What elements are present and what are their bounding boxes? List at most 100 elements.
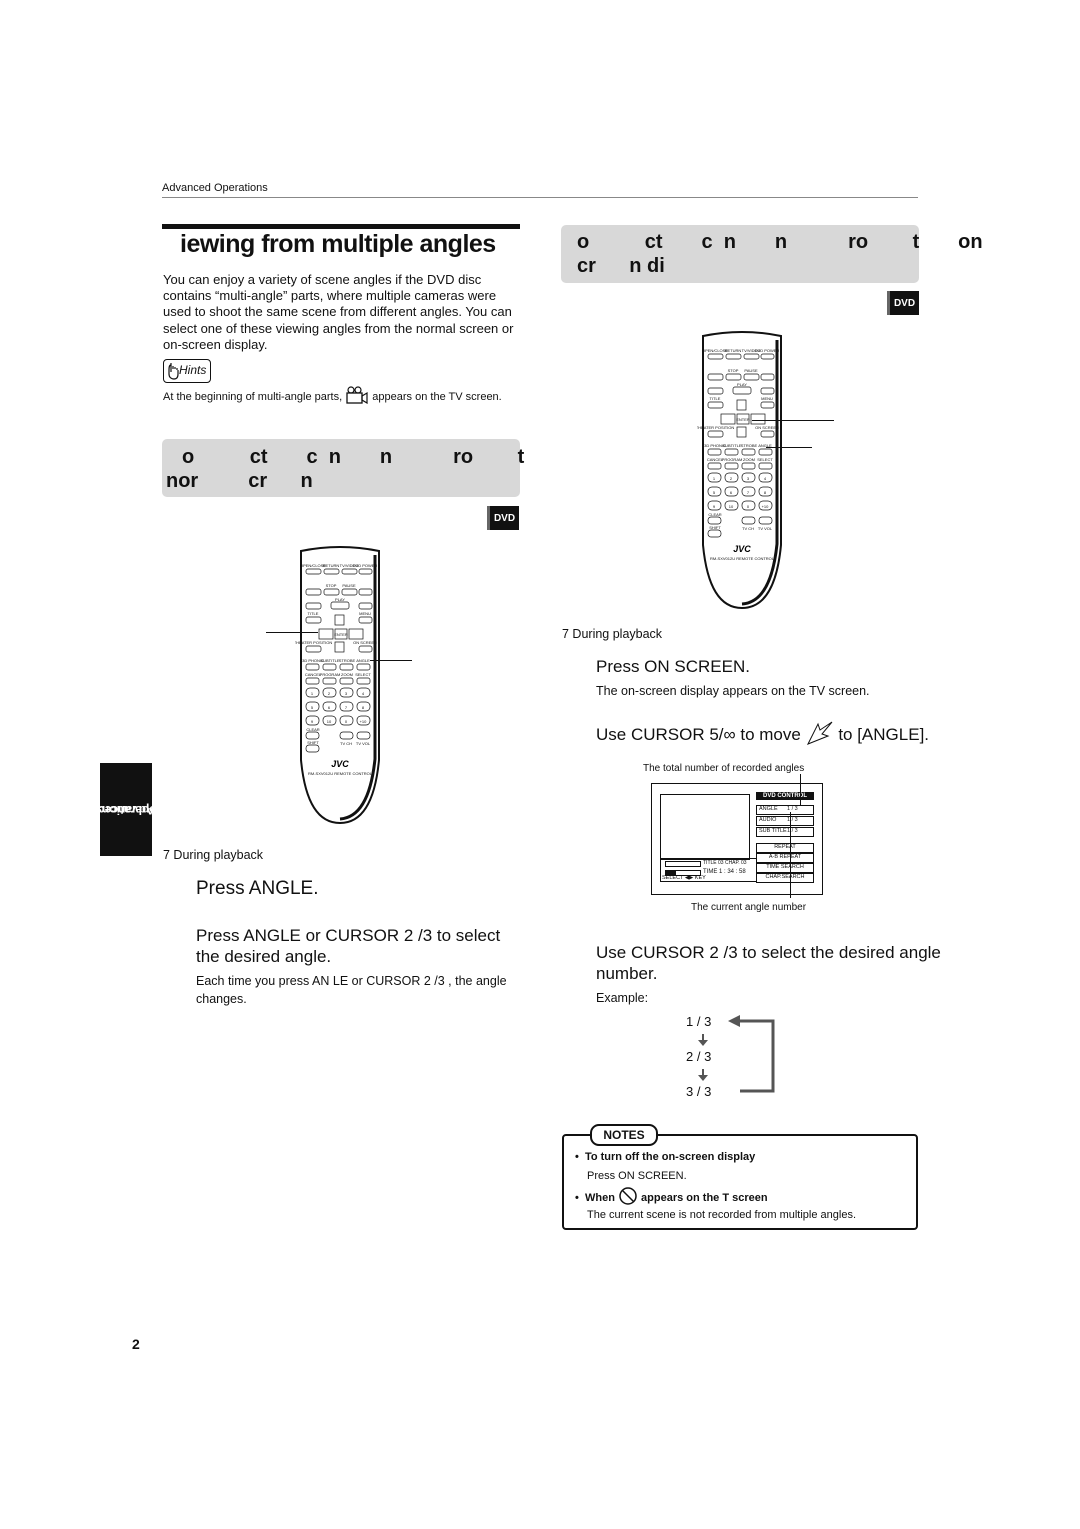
svg-text:4: 4: [362, 691, 365, 696]
svg-text:RETURN: RETURN: [323, 563, 340, 568]
example-cycle-arrows: [698, 1015, 775, 1093]
page-number: 2: [132, 1336, 140, 1352]
svg-text:0: 0: [345, 719, 348, 724]
svg-text:3: 3: [747, 476, 750, 481]
header-rule: [162, 197, 918, 198]
svg-text:10: 10: [729, 504, 734, 509]
note-item: • When appears on the T screen: [575, 1186, 768, 1206]
osd-menu-item: TIME SEARCH: [756, 863, 814, 873]
note-text: The current scene is not recorded from m…: [587, 1209, 857, 1221]
svg-text:PAUSE: PAUSE: [744, 368, 758, 373]
svg-text:THEATER POSITION: THEATER POSITION: [295, 640, 332, 645]
svg-text:ON SCREEN: ON SCREEN: [353, 640, 377, 645]
svg-text:DVD POWER: DVD POWER: [755, 348, 780, 353]
svg-text:8: 8: [362, 705, 365, 710]
svg-text:4: 4: [764, 476, 767, 481]
step-press-angle: Press ANGLE.: [196, 878, 319, 899]
svg-text:RETURN: RETURN: [725, 348, 742, 353]
svg-text:ENTER: ENTER: [736, 417, 750, 422]
svg-text:7: 7: [747, 490, 750, 495]
svg-text:6: 6: [328, 705, 331, 710]
svg-text:ENTER: ENTER: [334, 632, 348, 637]
svg-text:SELECT: SELECT: [355, 672, 371, 677]
svg-text:CLEAR: CLEAR: [306, 727, 319, 732]
svg-text:PAUSE: PAUSE: [342, 583, 356, 588]
section-header: Advanced Operations: [162, 182, 268, 194]
osd-status: TITLE 03 CHAP. 03 TIME 1 : 34 : 58: [660, 858, 757, 882]
during-playback: 7 During playback: [562, 627, 663, 641]
pointer-arrow-icon: [806, 721, 832, 745]
svg-text:DVD POWER: DVD POWER: [353, 563, 378, 568]
svg-text:8: 8: [764, 490, 767, 495]
osd-select-hint: SELECT ◀▶ KEY: [662, 875, 706, 881]
svg-text:0: 0: [747, 504, 750, 509]
svg-text:5: 5: [713, 490, 716, 495]
osd-row-angle: ANGLE 1 / 3: [756, 805, 814, 815]
notes-label: NOTES: [590, 1124, 658, 1146]
svg-text:SHIFT: SHIFT: [709, 525, 721, 530]
osd-menu-item: REPEAT: [756, 843, 814, 853]
osd-header: DVD CONTROL: [756, 792, 814, 800]
svg-text:PLAY: PLAY: [335, 597, 345, 602]
svg-text:SUBTITLE: SUBTITLE: [722, 443, 741, 448]
svg-text:SELECT: SELECT: [757, 457, 773, 462]
svg-text:ZOOM: ZOOM: [341, 672, 353, 677]
svg-text:CANCEL: CANCEL: [305, 672, 322, 677]
svg-text:1: 1: [713, 476, 716, 481]
svg-text:TV CH: TV CH: [340, 741, 352, 746]
osd-callout-top: [800, 774, 801, 806]
svg-text:SUBTITLE: SUBTITLE: [320, 658, 339, 663]
example-value: 1 / 3: [686, 1014, 712, 1029]
hints-label: Hints: [163, 359, 211, 383]
right-subheading: o ct c n n ro t on cr n di: [561, 225, 983, 283]
svg-text:PROGRAM: PROGRAM: [320, 672, 341, 677]
svg-text:6: 6: [730, 490, 733, 495]
svg-text:MENU: MENU: [761, 396, 773, 401]
step-select-angle-number: Use CURSOR 2 /3 to select the desired an…: [596, 943, 941, 983]
svg-text:TV VOL: TV VOL: [758, 526, 773, 531]
svg-text:ON SCREEN: ON SCREEN: [755, 425, 779, 430]
svg-text:2: 2: [328, 691, 331, 696]
callout-line: [266, 632, 318, 633]
svg-text:3D PHONIC: 3D PHONIC: [302, 658, 324, 663]
svg-text:3: 3: [345, 691, 348, 696]
svg-text:MENU: MENU: [359, 611, 371, 616]
svg-text:TV/VIDEO: TV/VIDEO: [742, 348, 761, 353]
osd-row-audio: AUDIO 1 / 3: [756, 816, 814, 826]
hint-text: At the beginning of multi-angle parts, a…: [163, 386, 523, 405]
svg-text:3D PHONIC: 3D PHONIC: [704, 443, 726, 448]
svg-text:+10: +10: [762, 504, 770, 509]
dvd-badge: DVD: [487, 506, 519, 530]
svg-text:CLEAR: CLEAR: [708, 512, 721, 517]
note-text: Press ON SCREEN.: [587, 1170, 687, 1182]
osd-menu-item: CHAP.SEARCH: [756, 873, 814, 883]
left-subheading: o ct c n n ro t nor cr n: [162, 439, 524, 497]
svg-text:RM-SXV012U REMOTE CONTROL: RM-SXV012U REMOTE CONTROL: [308, 771, 373, 776]
svg-text:+10: +10: [360, 719, 368, 724]
osd-caption: The current angle number: [691, 902, 807, 913]
svg-text:ZOOM: ZOOM: [743, 457, 755, 462]
svg-text:OPEN/CLOSE: OPEN/CLOSE: [300, 563, 326, 568]
hand-pointer-icon: [168, 363, 179, 380]
svg-text:STOP: STOP: [728, 368, 739, 373]
intro-paragraph: You can enjoy a variety of scene angles …: [163, 272, 514, 352]
example-value: 2 / 3: [686, 1049, 712, 1064]
osd-row-subtitle: SUB TITLE 1 / 3: [756, 827, 814, 837]
svg-text:TV VOL: TV VOL: [356, 741, 371, 746]
osd-caption: The total number of recorded angles: [643, 763, 805, 774]
svg-text:9: 9: [713, 504, 716, 509]
svg-text:THEATER POSITION: THEATER POSITION: [697, 425, 734, 430]
svg-text:STROBE: STROBE: [339, 658, 356, 663]
during-playback: 7 During playback: [163, 848, 264, 862]
note-item: • To turn off the on-screen display: [575, 1151, 756, 1163]
svg-text:TV/VIDEO: TV/VIDEO: [340, 563, 359, 568]
svg-text:1: 1: [311, 691, 314, 696]
svg-text:STOP: STOP: [326, 583, 337, 588]
svg-text:ANGLE: ANGLE: [758, 443, 772, 448]
callout-line: [752, 420, 834, 421]
step-note: The on-screen display appears on the TV …: [596, 684, 870, 698]
step-select-angle: Press ANGLE or CURSOR 2 /3 to select the…: [196, 926, 501, 966]
svg-text:OPEN/CLOSE: OPEN/CLOSE: [702, 348, 728, 353]
